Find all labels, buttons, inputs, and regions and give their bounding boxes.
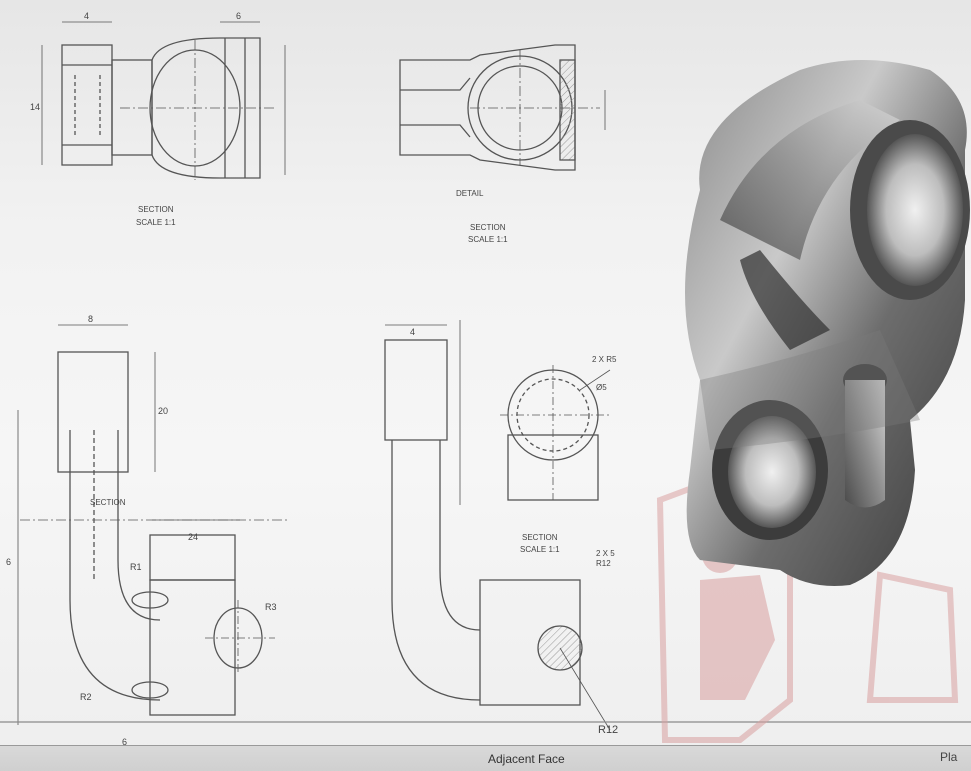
view2-label: DETAIL xyxy=(456,189,484,198)
rendered-3d-part xyxy=(685,60,970,586)
view3-arm-inner xyxy=(117,430,161,621)
view2-caption-1: SECTION xyxy=(470,223,506,232)
dim-d10: 6 xyxy=(122,737,127,747)
view2-caption-2: SCALE 1:1 xyxy=(468,235,508,244)
view2-outline xyxy=(399,44,576,171)
dim-d3: 14 xyxy=(30,102,40,112)
watermark-logo xyxy=(656,466,959,743)
dim-d1-repeat: 4 xyxy=(410,327,415,337)
status-right-text: Pla xyxy=(940,750,958,764)
dim-d15: Ø5 xyxy=(596,383,607,392)
dim-d4: R2 xyxy=(80,692,92,702)
view4-arm-outer xyxy=(391,440,481,701)
dim-d13: R12 xyxy=(596,559,611,568)
dim-d1: 4 xyxy=(84,11,89,21)
dim-d9: 20 xyxy=(158,406,168,416)
status-bar: Adjacent Face Pla xyxy=(0,745,971,771)
dim-d2: 6 xyxy=(236,11,241,21)
view-top-middle xyxy=(399,44,606,171)
view4-arm-inner xyxy=(439,440,481,631)
dim-d8: R3 xyxy=(265,602,277,612)
view-bottom-left xyxy=(17,324,290,749)
view4-caption-1: SECTION xyxy=(522,533,558,542)
status-label: Adjacent Face xyxy=(488,752,565,766)
view1-body xyxy=(151,37,261,179)
callout-r12: R12 xyxy=(598,724,618,736)
dim-d12: 2 X 5 xyxy=(596,549,615,558)
dim-d5: R1 xyxy=(130,562,142,572)
dim-d11: 6 xyxy=(6,557,11,567)
dim-d14: 2 X R5 xyxy=(592,355,617,364)
view3-caption-1: SECTION xyxy=(90,498,126,507)
view3-top-block xyxy=(57,351,129,473)
dim-d6: 8 xyxy=(88,314,93,324)
view1-caption-2: SCALE 1:1 xyxy=(136,218,176,227)
view3-arm-outer xyxy=(69,430,161,701)
view-top-left xyxy=(41,21,286,180)
view4-top-block xyxy=(384,339,448,441)
view3-base xyxy=(149,579,236,716)
dim-d7: 24 xyxy=(188,532,198,542)
view1-left-block xyxy=(61,44,113,166)
view1-caption-1: SECTION xyxy=(138,205,174,214)
view-bottom-middle xyxy=(384,320,611,731)
view4-caption-2: SCALE 1:1 xyxy=(520,545,560,554)
